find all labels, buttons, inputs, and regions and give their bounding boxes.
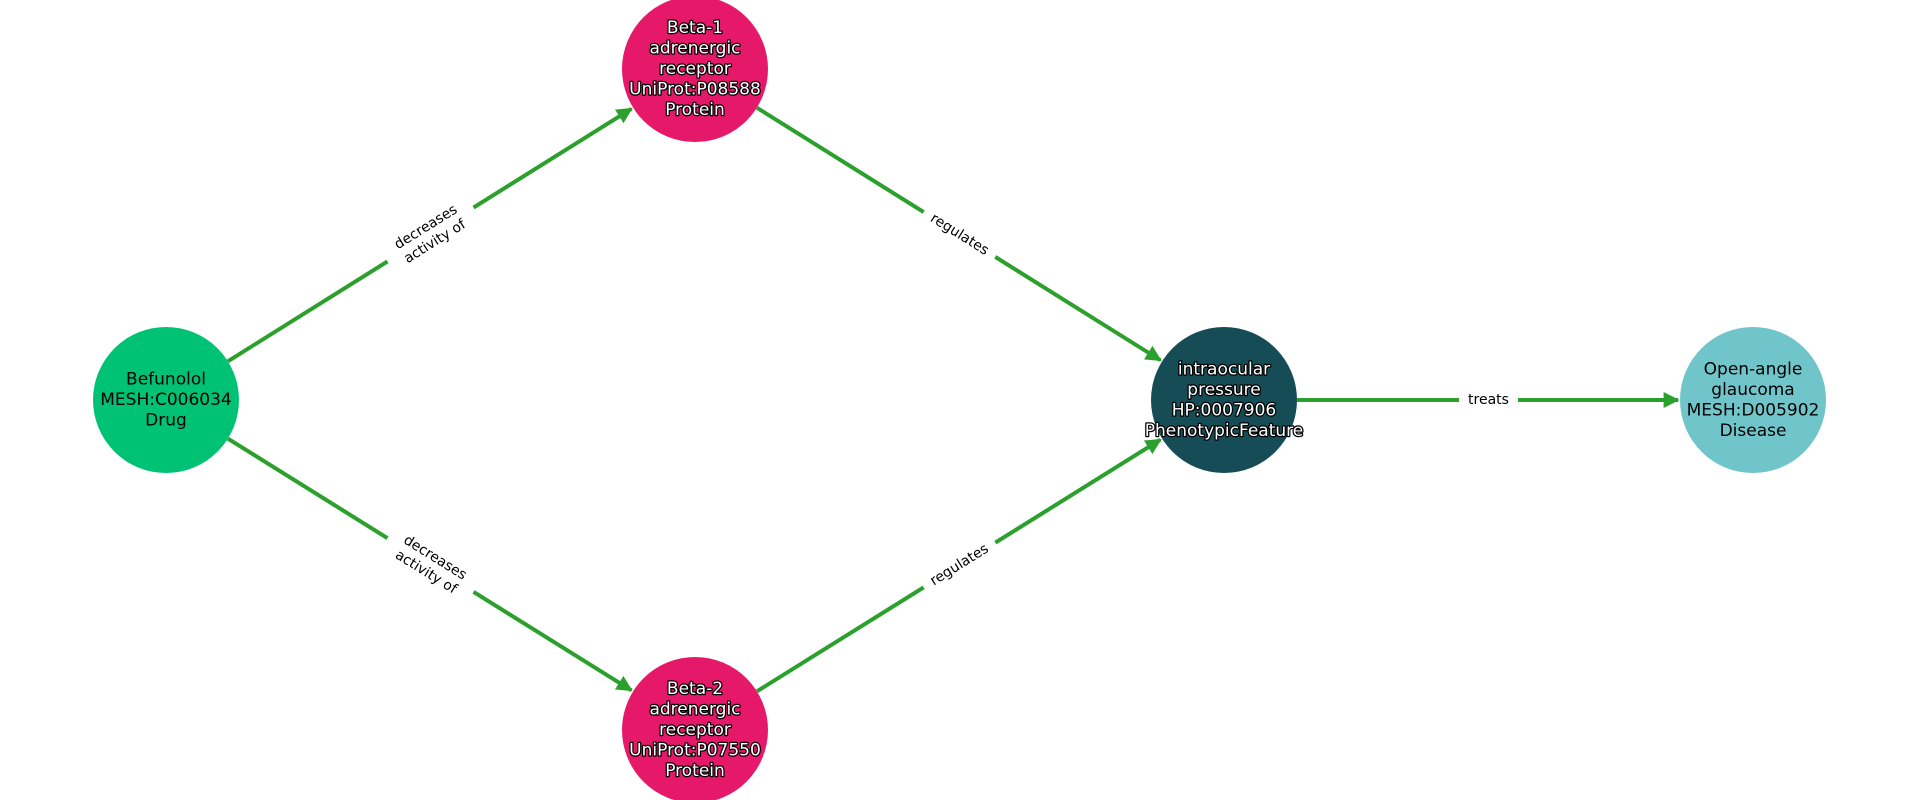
node-label-line: adrenergic xyxy=(649,700,740,720)
edge-beta2-iop: regulates xyxy=(755,437,1162,694)
edge-beta1-iop: regulates xyxy=(755,106,1162,362)
edge-label-line: regulates xyxy=(927,541,991,589)
edge-iop-glaucoma: treats xyxy=(1297,389,1680,411)
node-label-line: HP:0007906 xyxy=(1172,400,1276,420)
edge-label-background xyxy=(377,522,484,608)
edge-label-background xyxy=(918,533,1001,597)
node-label-line: Protein xyxy=(665,761,725,781)
node-circle[interactable] xyxy=(93,327,239,473)
edge-label-background xyxy=(918,203,1001,266)
node-label-line: MESH:D005902 xyxy=(1687,400,1820,420)
node-label-line: Disease xyxy=(1720,421,1787,441)
node-circle[interactable] xyxy=(622,0,768,142)
node-label-line: Befunolol xyxy=(126,370,206,390)
edge-label-line: treats xyxy=(1468,392,1509,408)
node-label-line: receptor xyxy=(659,59,731,79)
node-label-line: UniProt:P07550 xyxy=(629,741,761,761)
node-circle[interactable] xyxy=(1151,327,1297,473)
nodes-layer: BefunololMESH:C006034DrugBeta-1adrenergi… xyxy=(93,0,1826,800)
node-label-line: glaucoma xyxy=(1711,380,1794,400)
node-label-line: receptor xyxy=(659,720,731,740)
node-circle[interactable] xyxy=(622,657,768,800)
node-label-line: PhenotypicFeature xyxy=(1145,421,1304,441)
node-label-line: pressure xyxy=(1187,380,1260,400)
node-beta2[interactable]: Beta-2adrenergicreceptorUniProt:P07550Pr… xyxy=(622,657,768,800)
edge-label-line: regulates xyxy=(927,210,991,258)
node-label-line: Drug xyxy=(145,411,187,431)
edge-label: treats xyxy=(1459,389,1518,411)
node-label-line: MESH:C006034 xyxy=(100,390,231,410)
node-beta1[interactable]: Beta-1adrenergicreceptorUniProt:P08588Pr… xyxy=(622,0,768,142)
node-label-line: Open-angle xyxy=(1704,359,1803,379)
edge-label: regulates xyxy=(918,533,1001,597)
edge-label: regulates xyxy=(918,203,1001,266)
edge-label-background xyxy=(377,191,484,278)
node-label-line: Beta-2 xyxy=(667,679,723,699)
node-label-line: Beta-1 xyxy=(667,18,723,38)
node-label-line: intraocular xyxy=(1178,359,1270,379)
edge-label-background xyxy=(1459,389,1518,411)
node-label-line: adrenergic xyxy=(649,39,740,59)
node-circle[interactable] xyxy=(1680,327,1826,473)
node-iop[interactable]: intraocularpressureHP:0007906PhenotypicF… xyxy=(1144,327,1305,473)
node-label-line: UniProt:P08588 xyxy=(629,80,761,100)
node-label-line: Protein xyxy=(665,100,725,120)
